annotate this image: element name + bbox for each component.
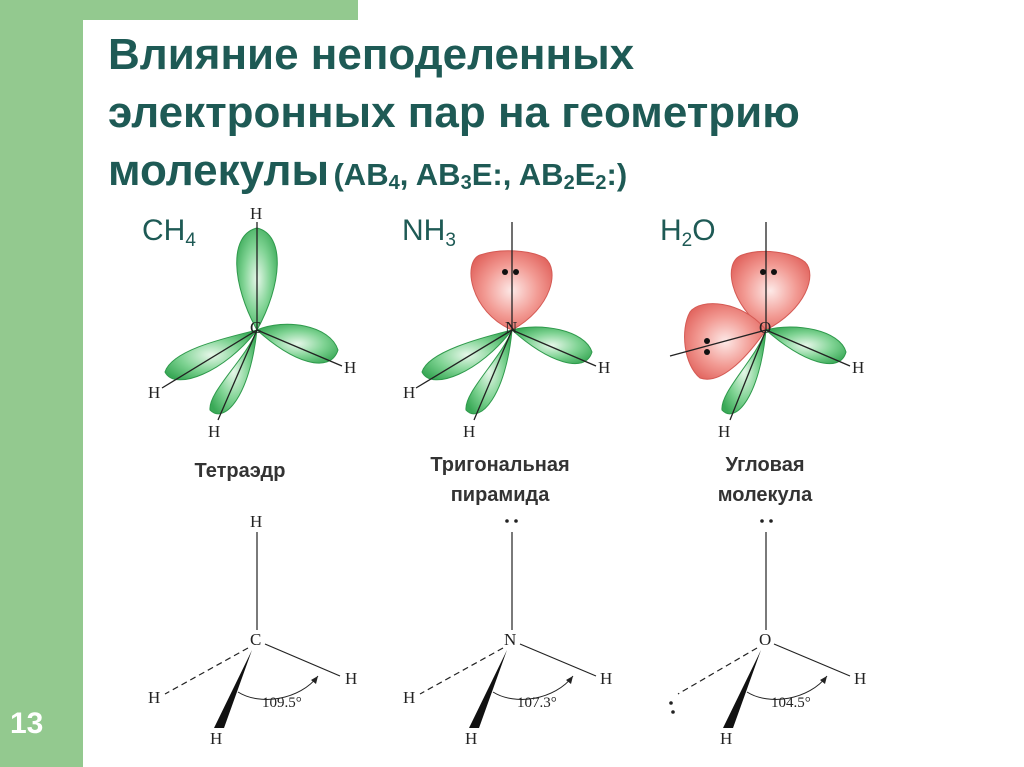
h2o-front-lobe <box>721 329 767 415</box>
h2o-right-lobe <box>764 326 847 365</box>
h2o-struct-lone-pair <box>769 519 773 523</box>
h2o-struct-central-atom: O <box>759 630 771 649</box>
ch4-h-top: H <box>250 204 262 223</box>
nh3-structure: N H H H 107.3° <box>403 519 612 748</box>
nh3-orbital-model: N H H H <box>403 222 610 441</box>
nh3-front-lobe <box>465 329 513 415</box>
ch4-right-lobe <box>256 323 339 364</box>
nh3-struct-h-left: H <box>403 688 415 707</box>
geometry-label-tetrahedron: Тетраэдр <box>194 460 286 482</box>
h2o-h-right: H <box>852 358 864 377</box>
title-line-3: молекулы (AB4, AB3E:, AB2E2:) <box>108 142 1008 212</box>
slide-number: 13 <box>10 707 44 740</box>
ch4-struct-h-right: H <box>345 669 357 688</box>
nh3-h-right: H <box>598 358 610 377</box>
nh3-left-lobe <box>421 329 514 381</box>
nh3-lone-pair-dot <box>502 269 508 275</box>
h2o-lone-pair-dot <box>771 269 777 275</box>
title-line-2: электронных пар на геометрию <box>108 88 800 137</box>
h2o-lone-pair-dot <box>760 269 766 275</box>
slide-title: Влияние неподеленных электронных пар на … <box>108 26 1008 212</box>
formula-ch4: CH4 <box>142 214 196 251</box>
h2o-h-bottom: H <box>718 422 730 441</box>
h2o-lone-pair-dot <box>704 338 710 344</box>
h2o-struct-lone-pair <box>760 519 764 523</box>
nh3-h-bottom: H <box>463 422 475 441</box>
ch4-bond-angle: 109.5° <box>262 695 302 711</box>
nh3-struct-central-atom: N <box>504 630 516 649</box>
nh3-struct-h-bottom: H <box>465 729 477 748</box>
h2o-struct-h-bottom: H <box>720 729 732 748</box>
nh3-h-left: H <box>403 383 415 402</box>
ch4-h-left: H <box>148 383 160 402</box>
h2o-bond-angle: 104.5° <box>771 695 811 711</box>
ch4-struct-central-atom: C <box>250 630 261 649</box>
top-accent-bar <box>83 0 358 20</box>
title-formulas: (AB4, AB3E:, AB2E2:) <box>333 157 628 194</box>
h2o-struct-h-right: H <box>854 669 866 688</box>
ch4-front-lobe <box>209 329 258 415</box>
nh3-lone-pair-dot <box>513 269 519 275</box>
h2o-struct-lone-pair <box>671 710 675 714</box>
h2o-structure: O H H 104.5° <box>669 519 866 748</box>
ch4-struct-h-top: H <box>250 512 262 531</box>
ch4-h-right: H <box>344 358 356 377</box>
nh3-bond-angle: 107.3° <box>517 695 557 711</box>
h2o-lone-pair-lobe-top <box>730 250 811 331</box>
geometry-label-trigonal-pyramid: Тригональная пирамида <box>430 454 570 506</box>
ch4-struct-h-bottom: H <box>210 729 222 748</box>
formula-nh3: NH3 <box>402 214 456 251</box>
ch4-struct-h-left: H <box>148 688 160 707</box>
nh3-struct-lone-pair <box>505 519 509 523</box>
ch4-structure: H C H H H 109.5° <box>148 512 357 748</box>
h2o-struct-lone-pair <box>669 701 673 705</box>
geometry-label-bent: Угловая молекула <box>717 454 813 506</box>
title-line-1: Влияние неподеленных <box>108 30 635 79</box>
h2o-orbital-model: O H H <box>669 222 864 441</box>
side-accent-bar <box>0 0 83 767</box>
nh3-struct-lone-pair <box>514 519 518 523</box>
nh3-struct-h-right: H <box>600 669 612 688</box>
ch4-h-bottom: H <box>208 422 220 441</box>
ch4-left-lobe <box>164 329 259 381</box>
nh3-central-atom: N <box>505 318 517 337</box>
h2o-lone-pair-dot <box>704 349 710 355</box>
title-molecules-word: молекулы <box>108 146 330 195</box>
ch4-orbital-model: H C H H H <box>148 204 356 441</box>
h2o-central-atom: O <box>759 318 771 337</box>
nh3-right-lobe <box>510 326 593 365</box>
ch4-central-atom: C <box>250 318 261 337</box>
formula-h2o: H2O <box>660 214 716 251</box>
